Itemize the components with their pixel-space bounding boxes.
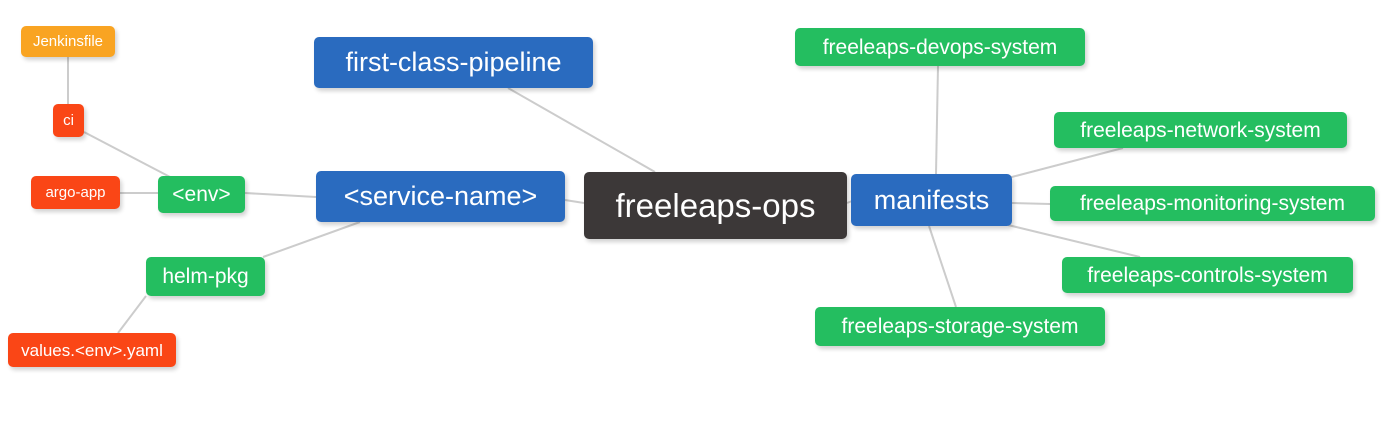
node-env[interactable]: <env> xyxy=(158,176,245,213)
node-jenkinsfile[interactable]: Jenkinsfile xyxy=(21,26,115,57)
edge-env-to-service-name xyxy=(244,192,317,198)
node-first-class-pipeline[interactable]: first-class-pipeline xyxy=(314,37,593,88)
edge-helm-pkg-to-values-env-yaml xyxy=(117,295,147,334)
node-ci[interactable]: ci xyxy=(53,104,84,137)
node-values-env-yaml[interactable]: values.<env>.yaml xyxy=(8,333,176,367)
edge-service-name-to-freeleaps-ops xyxy=(564,199,585,204)
node-network-system[interactable]: freeleaps-network-system xyxy=(1054,112,1347,148)
node-helm-pkg[interactable]: helm-pkg xyxy=(146,257,265,296)
node-devops-system[interactable]: freeleaps-devops-system xyxy=(795,28,1085,66)
edge-manifests-to-network-system xyxy=(1007,147,1124,179)
edge-first-class-pipeline-to-freeleaps-ops xyxy=(507,87,656,173)
node-controls-system[interactable]: freeleaps-controls-system xyxy=(1062,257,1353,293)
node-monitoring-system[interactable]: freeleaps-monitoring-system xyxy=(1050,186,1375,221)
edge-ci-to-env xyxy=(83,131,173,179)
edge-manifests-to-devops-system xyxy=(935,65,939,175)
node-argo-app[interactable]: argo-app xyxy=(31,176,120,209)
node-storage-system[interactable]: freeleaps-storage-system xyxy=(815,307,1105,346)
edge-manifests-to-controls-system xyxy=(1007,224,1141,258)
edge-manifests-to-monitoring-system xyxy=(1011,202,1051,205)
node-freeleaps-ops[interactable]: freeleaps-ops xyxy=(584,172,847,239)
edge-manifests-to-storage-system xyxy=(928,225,957,308)
node-service-name[interactable]: <service-name> xyxy=(316,171,565,222)
edge-service-name-to-helm-pkg xyxy=(262,221,361,258)
node-manifests[interactable]: manifests xyxy=(851,174,1012,226)
